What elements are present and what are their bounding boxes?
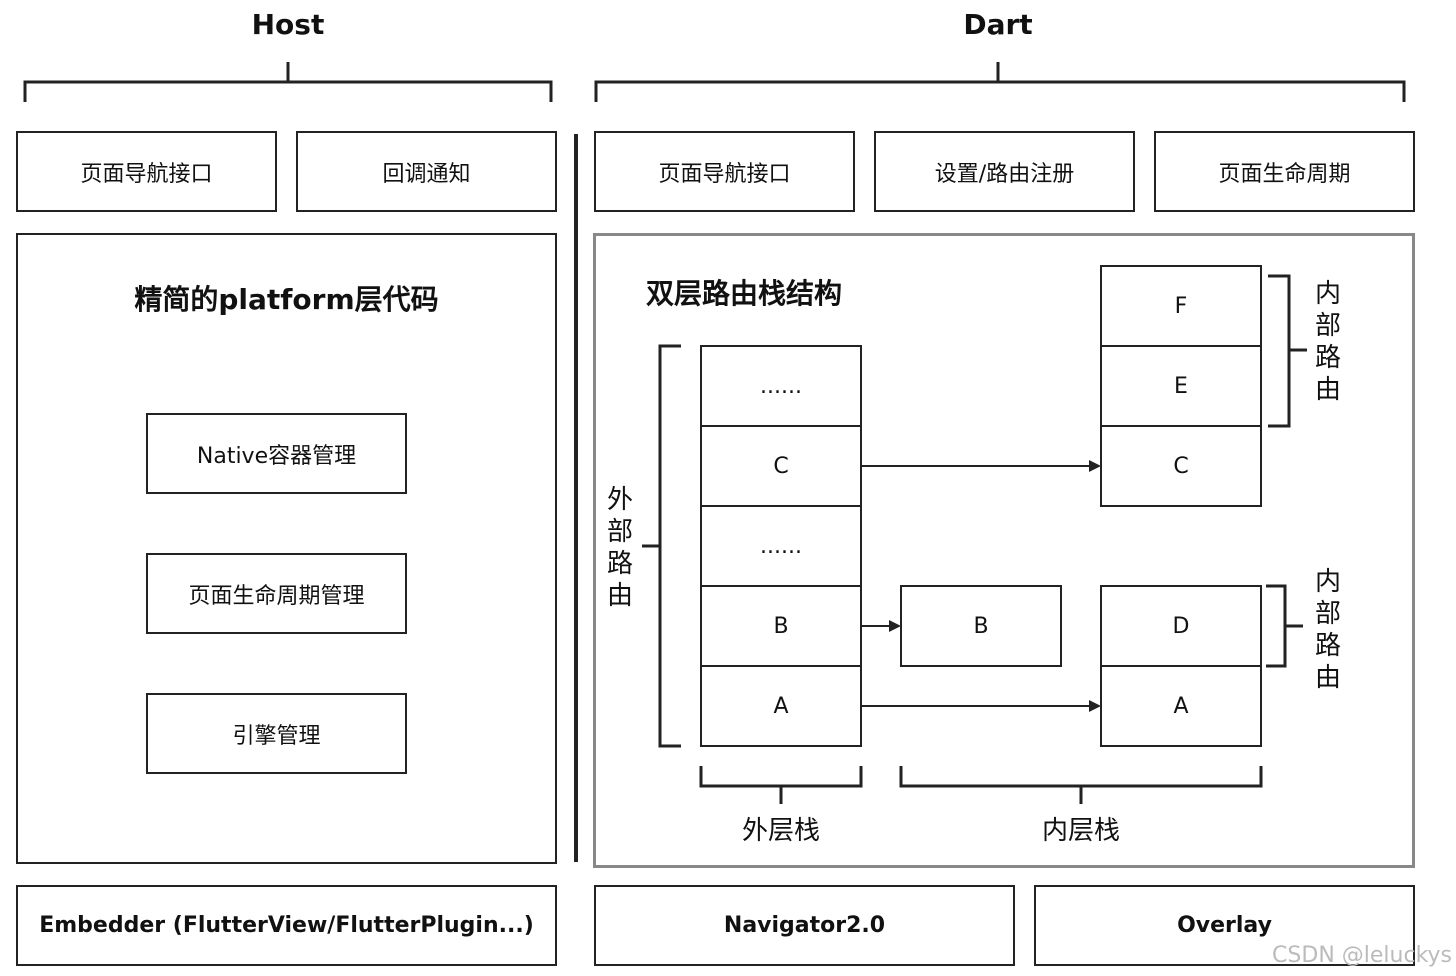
host-callback-box: 回调通知 [296,131,557,212]
host-main-panel [16,233,557,864]
outer-stack-cell: A [700,665,862,747]
inner-route-bracket-bottom [1266,584,1303,668]
inner-stack-bottom-cell: D [1100,585,1262,667]
outer-route-label: 外部路由 [606,485,633,611]
inner-stack-label: 内层栈 [1041,816,1120,846]
dart-heading: Dart [963,8,1033,41]
navigator2-box: Navigator2.0 [594,885,1015,966]
inner-stack-bracket [899,766,1263,804]
dart-bracket [594,62,1406,102]
host-bracket [23,62,553,102]
overlay-box: Overlay [1034,885,1415,966]
outer-stack-cell: ...... [700,505,862,587]
inner-stack-top-cell: E [1100,345,1262,427]
dart-route-register-box: 设置/路由注册 [874,131,1135,212]
inner-route-label-bottom: 内部路由 [1314,567,1341,693]
embedder-box: Embedder (FlutterView/FlutterPlugin...) [16,885,557,966]
host-nav-interface-box: 页面导航接口 [16,131,277,212]
dart-main-panel [593,233,1415,868]
dart-nav-interface-box: 页面导航接口 [594,131,855,212]
inner-stack-top-cell: F [1100,265,1262,347]
engine-mgmt-box: 引擎管理 [146,693,407,774]
inner-single-cell: B [900,585,1062,667]
inner-route-bracket-top [1268,274,1307,428]
outer-route-bracket [642,344,681,748]
outer-stack-bracket [699,766,863,804]
outer-stack-cell: B [700,585,862,667]
inner-stack-top-cell: C [1100,425,1262,507]
dart-page-lifecycle-box: 页面生命周期 [1154,131,1415,212]
host-heading: Host [251,8,325,41]
outer-stack-label: 外层栈 [741,816,820,846]
watermark: CSDN @leluckys [1272,943,1452,968]
outer-stack-cell: ...... [700,345,862,427]
page-lifecycle-mgmt-box: 页面生命周期管理 [146,553,407,634]
host-main-title: 精简的platform层代码 [134,283,439,316]
native-container-mgmt-box: Native容器管理 [146,413,407,494]
outer-stack-cell: C [700,425,862,507]
dart-main-title: 双层路由栈结构 [646,277,843,310]
inner-route-label-top: 内部路由 [1314,279,1341,405]
inner-stack-bottom-cell: A [1100,665,1262,747]
